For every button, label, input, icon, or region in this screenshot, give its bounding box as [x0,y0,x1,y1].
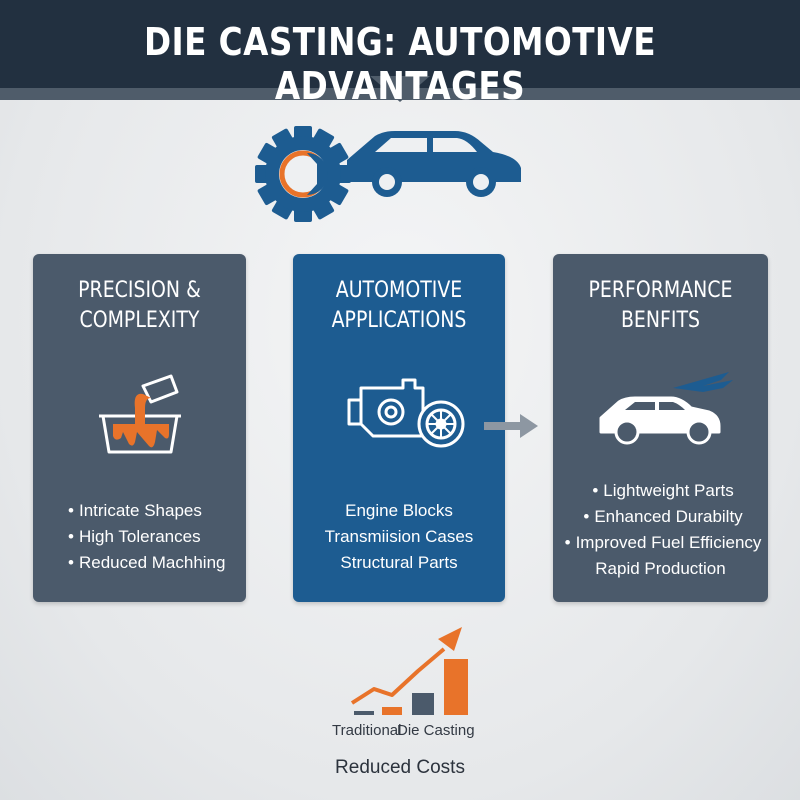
list-item: •High Tolerances [68,527,201,546]
list-item: •Lightweight Parts [592,481,734,500]
card-title-line1: PERFORMANCE [588,278,733,303]
list-item: Engine Blocks [345,501,453,520]
list-item: Rapid Production [595,559,726,578]
list-item: •Reduced Machhing [68,553,226,572]
card-title-line1: PRECISION & [78,278,201,303]
list-item: •Improved Fuel Efficiency [564,533,762,552]
list-item: Transmiision Cases [324,527,474,546]
molten-metal-pour-icon [99,374,181,454]
gear-icon [255,126,351,222]
list-item: •Intricate Shapes [68,501,202,520]
label-die-casting: Die Casting [397,722,475,739]
card-title-line2: APPLICATIONS [331,308,467,333]
card-title-line2: COMPLEXITY [79,308,200,333]
label-traditional: Traditional [332,722,402,739]
page-title: DIE CASTING: AUTOMOTIVE ADVANTAGES [143,20,657,108]
header-notch [370,76,430,102]
card-performance: PERFORMANCE BENFITS •Lightweight Parts •… [553,254,768,602]
header-bar [0,0,800,88]
benefit-list: •Lightweight Parts •Enhanced Durabilty •… [553,478,768,582]
costs-caption: Reduced Costs [335,757,465,778]
winged-car-icon [599,372,733,445]
cost-comparison-chart [350,627,468,715]
list-item: Structural Parts [340,553,458,572]
car-icon [347,131,521,197]
engine-turbo-icon [347,378,465,448]
application-list: Engine Blocks Transmiision Cases Structu… [293,498,505,576]
card-precision: PRECISION & COMPLEXITY •Intricate Shapes… [33,254,246,602]
list-item: •Enhanced Durabilty [583,507,743,526]
card-title-line2: BENFITS [620,308,701,333]
card-applications: AUTOMOTIVE APPLICATIONS Engine Blocks Tr… [293,254,505,602]
feature-list: •Intricate Shapes •High Tolerances •Redu… [33,498,276,576]
arrow-right-icon [484,414,538,438]
card-title-line1: AUTOMOTIVE [335,278,463,303]
gear-car-icon [255,126,521,222]
